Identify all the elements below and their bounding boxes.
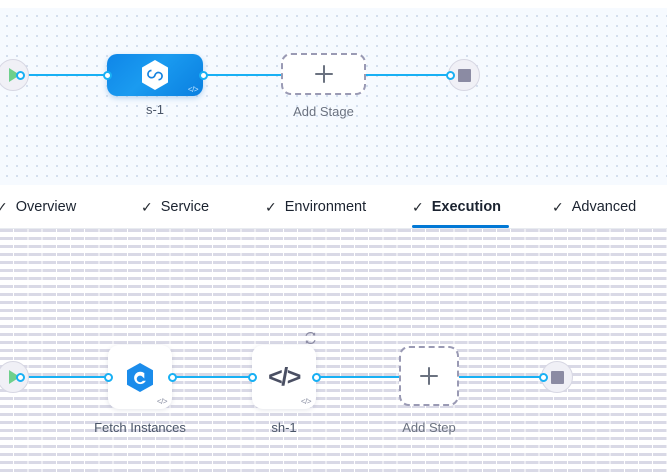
stage-node-label: s-1 bbox=[145, 102, 165, 117]
step-node-sh-1[interactable]: </> </> bbox=[252, 332, 316, 409]
tab-underline bbox=[141, 225, 209, 228]
pipeline-execution-canvas[interactable]: </> Fetch Instances </> </> bbox=[0, 229, 667, 475]
play-icon bbox=[9, 370, 20, 384]
play-icon bbox=[9, 68, 20, 82]
add-step-label: Add Step bbox=[402, 420, 456, 435]
tab-execution[interactable]: ✓ Execution bbox=[412, 185, 510, 228]
edge-sh1-to-addstep bbox=[316, 376, 400, 378]
stage-input-port[interactable] bbox=[103, 71, 112, 80]
stage-output-port[interactable] bbox=[199, 71, 208, 80]
edge-fetch-to-sh1 bbox=[172, 376, 256, 378]
retry-loop-icon bbox=[303, 331, 318, 345]
tab-underline bbox=[265, 225, 366, 228]
stage-node-s-1[interactable]: </> bbox=[107, 54, 203, 96]
sh-1-label: sh-1 bbox=[271, 420, 297, 435]
execution-end-port[interactable] bbox=[539, 373, 548, 382]
code-icon-small: </> bbox=[300, 397, 312, 406]
stage-end-port[interactable] bbox=[446, 71, 455, 80]
tab-active-underline bbox=[412, 225, 510, 228]
code-icon: </> bbox=[187, 85, 199, 94]
execution-start-port[interactable] bbox=[16, 373, 25, 382]
check-icon: ✓ bbox=[412, 198, 424, 215]
tab-execution-label: Execution bbox=[431, 198, 502, 215]
check-icon: ✓ bbox=[0, 198, 8, 215]
stage-config-tabs: ✓ Overview ✓ Service ✓ Environment ✓ Exe… bbox=[0, 185, 667, 229]
tab-underline bbox=[0, 225, 76, 228]
tab-environment[interactable]: ✓ Environment bbox=[265, 185, 366, 228]
fetch-instances-label: Fetch Instances bbox=[94, 420, 186, 435]
add-stage-button[interactable] bbox=[281, 53, 366, 95]
edge-addstep-to-end bbox=[459, 376, 545, 378]
plus-icon bbox=[420, 367, 438, 385]
plus-icon bbox=[314, 65, 333, 83]
edge-addstage-to-end bbox=[365, 74, 453, 76]
edge-start-to-stage bbox=[22, 74, 114, 76]
check-icon: ✓ bbox=[141, 198, 153, 215]
code-icon: </> bbox=[156, 397, 168, 406]
tab-advanced[interactable]: ✓ Advanced bbox=[552, 185, 636, 228]
sh-1-input-port[interactable] bbox=[248, 373, 257, 382]
tab-overview[interactable]: ✓ Overview bbox=[0, 185, 76, 228]
tab-advanced-label: Advanced bbox=[571, 198, 637, 215]
stage-start-port[interactable] bbox=[16, 71, 25, 80]
add-step-button[interactable] bbox=[399, 346, 459, 406]
stop-icon bbox=[550, 370, 564, 384]
tab-underline bbox=[552, 225, 636, 228]
tab-service-label: Service bbox=[160, 198, 210, 215]
edge-stage-to-addstage bbox=[200, 74, 282, 76]
fetch-instances-input-port[interactable] bbox=[104, 373, 113, 382]
tab-environment-label: Environment bbox=[284, 198, 367, 215]
check-icon: ✓ bbox=[265, 198, 277, 215]
fetch-instances-output-port[interactable] bbox=[168, 373, 177, 382]
code-icon: </> bbox=[268, 362, 301, 391]
harness-service-hexagon-icon bbox=[127, 362, 153, 392]
tab-overview-label: Overview bbox=[15, 198, 77, 215]
execution-end-node bbox=[541, 361, 573, 393]
stop-icon bbox=[457, 68, 471, 82]
harness-deploy-hexagon-icon bbox=[142, 60, 168, 90]
check-icon: ✓ bbox=[552, 198, 564, 215]
tab-service[interactable]: ✓ Service bbox=[141, 185, 209, 228]
pipeline-stage-canvas[interactable]: </> s-1 Add Stage bbox=[0, 8, 667, 185]
step-node-fetch-instances[interactable]: </> bbox=[108, 345, 172, 409]
edge-start-to-fetch bbox=[22, 376, 112, 378]
add-stage-label: Add Stage bbox=[293, 104, 354, 119]
sh-1-output-port[interactable] bbox=[312, 373, 321, 382]
